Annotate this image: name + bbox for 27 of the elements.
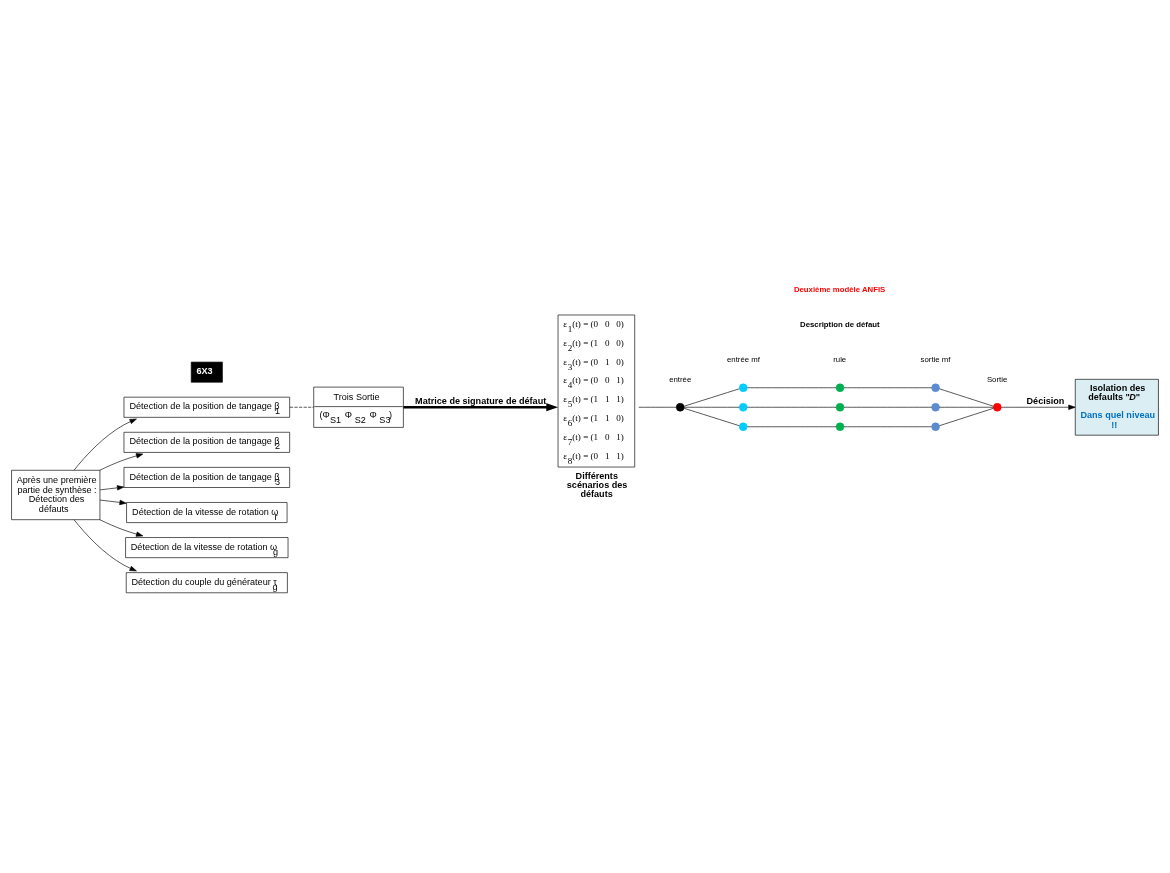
arrow [403, 403, 559, 412]
connector [638, 406, 677, 408]
arrow [99, 453, 144, 471]
node-circle [931, 383, 940, 392]
node-circle [739, 403, 748, 412]
node-circle [835, 403, 845, 412]
node-circle [835, 383, 845, 392]
node-circle [739, 422, 748, 431]
arrow [73, 519, 137, 572]
connector [683, 407, 740, 426]
edge-label: Matrice de signature de défaut [415, 396, 547, 407]
connector [289, 406, 314, 408]
edge-label: Décision [1026, 396, 1065, 407]
arrow [73, 418, 137, 471]
node-circle [931, 422, 940, 431]
arrow [99, 499, 127, 505]
connector [683, 406, 740, 408]
node-label: Différents scénarios des défauts [566, 470, 628, 500]
node-circle [993, 403, 1002, 412]
node-circle [739, 383, 748, 392]
node-circle [931, 403, 940, 412]
arrow [99, 519, 144, 537]
arrow [1001, 404, 1076, 410]
node-circle [835, 422, 845, 431]
connector [683, 388, 740, 407]
node-circle [675, 403, 685, 412]
arrow [99, 485, 125, 491]
